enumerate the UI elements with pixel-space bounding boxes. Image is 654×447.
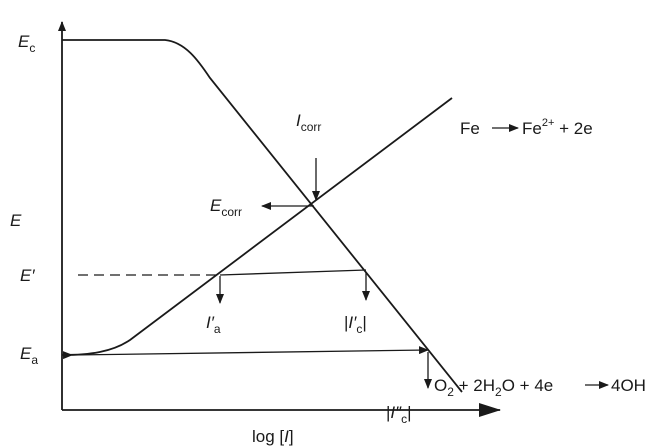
cathodic-reaction-rhs: 4OH: [611, 376, 646, 395]
cathodic-reaction-lhs: O2 + 2H2O + 4e: [434, 376, 553, 399]
ic-dprime-label: |I″c|: [386, 403, 412, 426]
ea-label: Ea: [20, 344, 38, 367]
anodic-reaction-lhs: Fe: [460, 119, 480, 138]
anodic-reaction-rhs: Fe2+ + 2e: [522, 117, 593, 138]
y-axis-label: E: [10, 211, 22, 230]
cathodic-curve: [62, 39, 463, 393]
ec-label: Ec: [18, 32, 35, 55]
ecorr-label: Ecorr: [210, 196, 242, 219]
ia-prime-label: I′a: [206, 313, 221, 336]
icorr-label: Icorr: [296, 111, 321, 134]
x-axis-label: log [I]: [252, 427, 294, 446]
ic-prime-label: |I′c|: [344, 313, 367, 336]
e-prime-label: E′: [20, 266, 35, 285]
ea-current-line: [62, 346, 429, 360]
e-prime-tie-line: [219, 269, 367, 276]
